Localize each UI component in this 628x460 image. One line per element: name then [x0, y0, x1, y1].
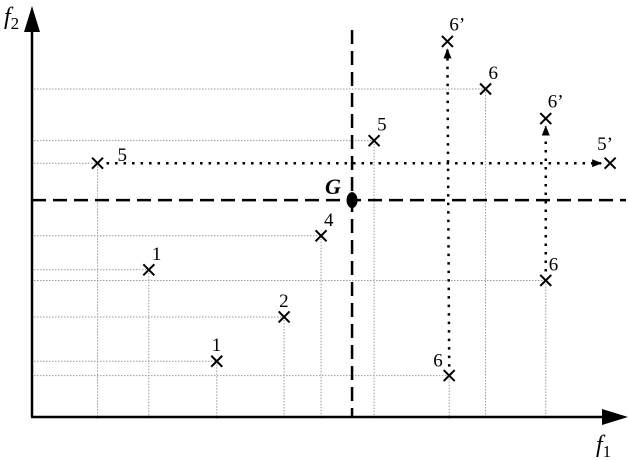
axes: f2 f1 [4, 4, 628, 460]
cross-marker-icon [479, 82, 492, 96]
solution-point: 5 [367, 115, 387, 147]
point-label: 6 [433, 351, 443, 372]
point-label: 6’ [548, 92, 564, 113]
cross-marker-icon [539, 112, 552, 125]
cross-marker-icon [367, 134, 381, 147]
ideal-point-marker [346, 192, 358, 209]
point-label: 5 [377, 115, 387, 136]
y-axis-subscript: 2 [11, 14, 20, 33]
ideal-point-label: G [325, 174, 341, 199]
x-axis-arrow-icon [602, 409, 628, 425]
cross-marker-icon [142, 263, 156, 277]
solution-point: 1 [210, 335, 223, 368]
cross-marker-icon [441, 35, 454, 48]
solution-point: 5 [91, 145, 128, 170]
solution-point: 6 [479, 63, 499, 96]
solution-point: 4 [314, 210, 334, 242]
cross-marker-icon [314, 229, 328, 242]
x-axis-subscript: 1 [603, 442, 612, 460]
ideal-point: G [325, 174, 358, 209]
point-label: 2 [279, 291, 289, 312]
point-label: 6 [549, 254, 559, 275]
cross-marker-icon [210, 355, 223, 368]
solution-point: 2 [277, 291, 291, 324]
solution-point: 6’ [539, 92, 564, 125]
y-axis-label: f2 [4, 4, 19, 33]
point-label: 5’ [597, 134, 613, 155]
solution-point: 5’ [597, 134, 617, 170]
solution-point: 6’ [441, 14, 465, 48]
projection-arrow [443, 48, 452, 367]
solution-point: 6 [433, 351, 456, 382]
solution-point: 6 [539, 254, 559, 287]
cross-marker-icon [277, 310, 291, 324]
point-label: 1 [152, 244, 162, 265]
point-label: 5 [118, 145, 128, 166]
ideal-point-crosshair [32, 30, 626, 417]
point-label: 4 [324, 210, 334, 231]
cross-marker-icon [603, 157, 617, 170]
movement-arrows [106, 48, 603, 367]
cross-marker-icon [539, 274, 552, 287]
point-label: 6’ [449, 14, 465, 35]
point-label: 6 [489, 63, 499, 84]
projection-gridlines [34, 88, 547, 419]
cross-marker-icon [91, 157, 104, 170]
y-axis-arrow-icon [24, 6, 40, 32]
point-label: 1 [212, 335, 222, 356]
x-axis-label: f1 [596, 432, 611, 460]
solution-point: 1 [142, 244, 162, 277]
solution-points: 5 1 1 2 4 5 6 6 6 6’ 6’ 5’ [91, 14, 617, 382]
cross-marker-icon [442, 369, 456, 382]
